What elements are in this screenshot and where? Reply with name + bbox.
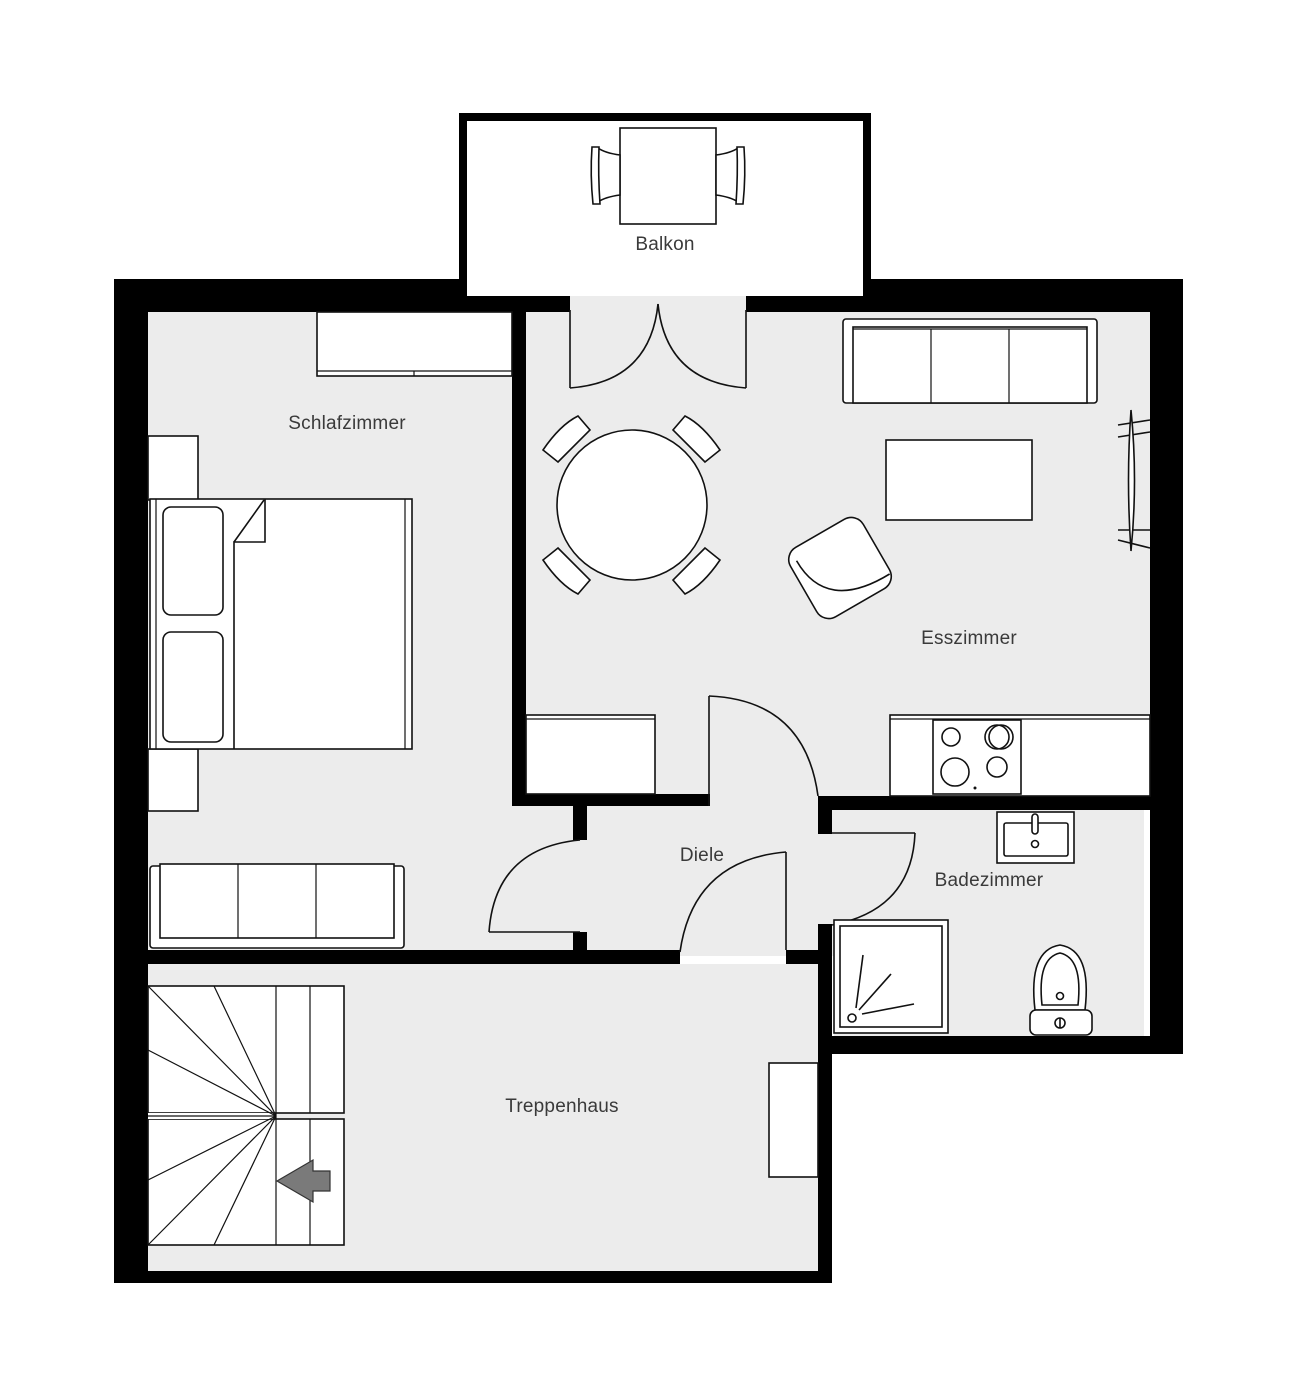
tv	[1117, 409, 1151, 552]
stairwell-cabinet	[768, 1062, 819, 1178]
room-label-badezimmer: Badezimmer	[934, 870, 1044, 891]
balcony-double-door[interactable]	[569, 303, 747, 389]
dining-cabinet	[525, 714, 656, 795]
armchair	[787, 516, 893, 620]
floor-diele	[514, 796, 834, 956]
toilet	[1029, 944, 1093, 1036]
double-bed	[149, 498, 413, 750]
balcony-table-set	[590, 127, 746, 225]
shower	[833, 919, 949, 1034]
walls	[114, 113, 1183, 1283]
door-esszimmer[interactable]	[708, 695, 819, 806]
bathroom-furniture	[833, 811, 1093, 1036]
room-label-balkon: Balkon	[635, 234, 695, 255]
bedroom-sofa	[149, 863, 405, 949]
balcony-chair-left	[590, 146, 621, 205]
cooktop	[932, 719, 1022, 795]
living-sofa	[842, 318, 1098, 404]
room-label-schlafzimmer: Schlafzimmer	[288, 413, 406, 434]
dining-living-furniture	[525, 303, 1151, 797]
wardrobe	[316, 311, 513, 377]
stair-direction-arrow-icon	[275, 1158, 331, 1204]
balcony-chair-right	[715, 146, 746, 205]
sink	[996, 811, 1075, 864]
balcony-table	[619, 127, 717, 225]
door-treppenhaus[interactable]	[679, 851, 787, 953]
door-schlafzimmer[interactable]	[488, 839, 581, 933]
coffee-table	[885, 439, 1033, 521]
room-label-diele: Diele	[679, 845, 725, 866]
room-label-esszimmer: Esszimmer	[921, 628, 1017, 649]
winder-steps	[147, 985, 277, 1246]
nightstand-top	[147, 435, 199, 501]
bedroom-furniture	[147, 311, 513, 949]
round-dining-table	[541, 415, 722, 595]
stairwell-furniture	[147, 985, 819, 1246]
room-label-treppenhaus: Treppenhaus	[505, 1096, 619, 1117]
kitchen-counter	[889, 714, 1151, 797]
staircase	[147, 985, 345, 1246]
nightstand-bottom	[147, 748, 199, 812]
